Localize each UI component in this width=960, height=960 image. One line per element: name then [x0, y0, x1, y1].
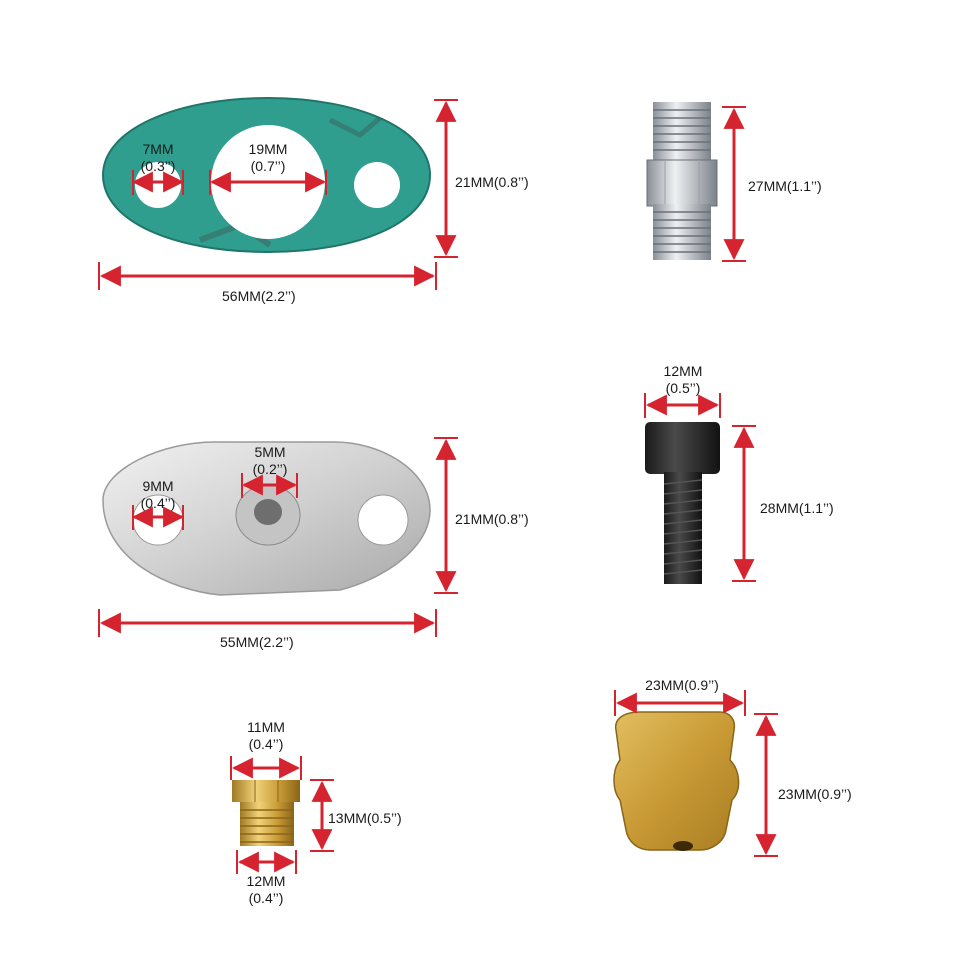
flange-hole-label: 9MM (0.4’’) [140, 478, 176, 511]
gasket-height-label: 21MM(0.8’’) [455, 174, 529, 190]
pipe-nipple [646, 102, 718, 260]
flange-height-label: 21MM(0.8’’) [455, 511, 529, 527]
brass-plug [232, 780, 300, 846]
plug-height-label: 13MM(0.5’’) [328, 810, 402, 826]
dimension-lines [98, 99, 778, 874]
plug-thread-label: 12MM (0.4’’) [246, 873, 286, 906]
flange-width-label: 55MM(2.2’’) [220, 634, 294, 650]
gasket-center-hole-label: 19MM (0.7’’) [248, 141, 288, 174]
gasket-small-hole-right [354, 162, 400, 208]
flange-port-label: 5MM (0.2’’) [252, 444, 288, 477]
block-width-label: 23MM(0.9’’) [645, 677, 719, 693]
gasket [101, 96, 432, 254]
block-height-label: 23MM(0.9’’) [778, 786, 852, 802]
brass-block [613, 711, 740, 851]
gasket-width-label: 56MM(2.2’’) [222, 288, 296, 304]
flange-hole-right [357, 494, 409, 546]
gasket-small-hole-label: 7MM (0.3’’) [140, 141, 176, 174]
bolt-length-label: 28MM(1.1’’) [760, 500, 834, 516]
socket-bolt [645, 422, 720, 584]
nipple-length-label: 27MM(1.1’’) [748, 178, 822, 194]
bolt-head-label: 12MM (0.5’’) [663, 363, 703, 396]
plug-hex-label: 11MM (0.4’’) [247, 719, 285, 752]
